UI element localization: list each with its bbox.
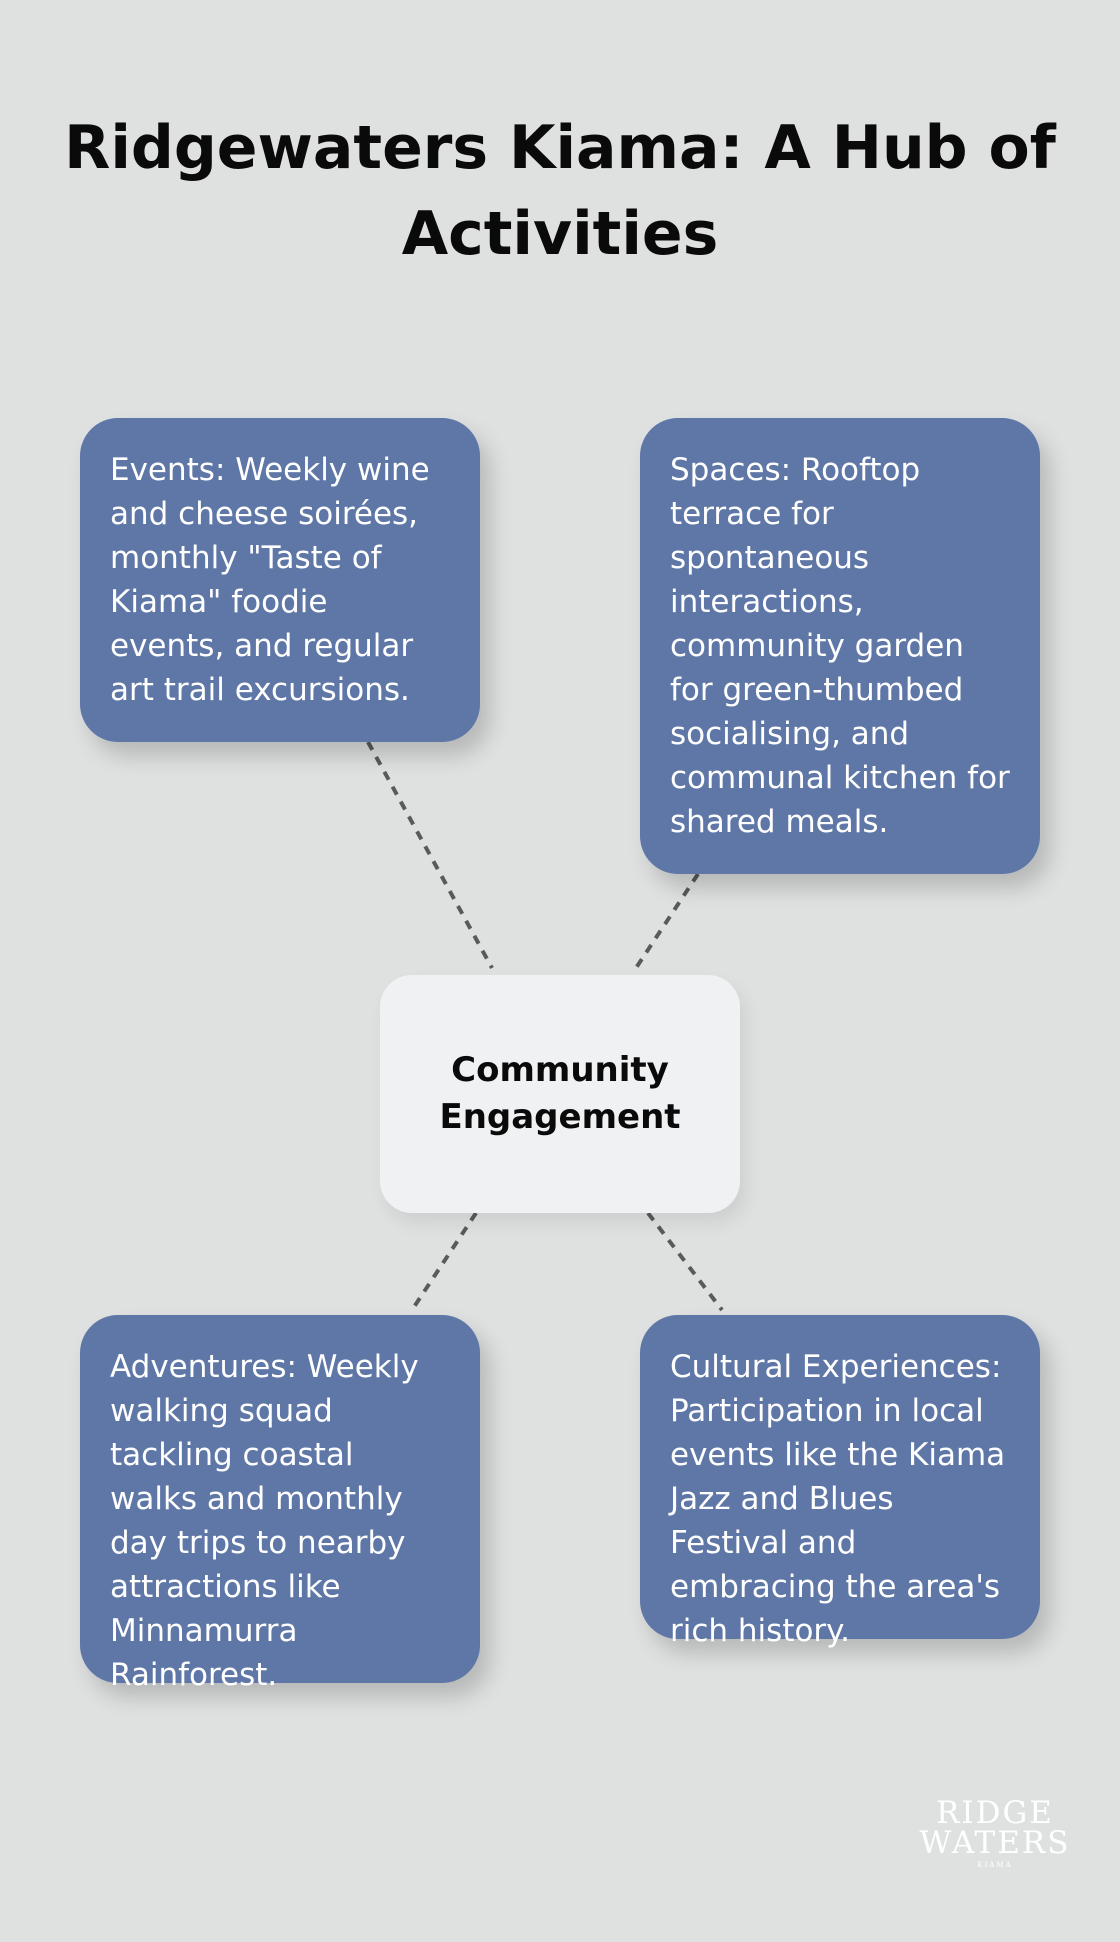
node-spaces: Spaces: Rooftop terrace for spontaneous …	[640, 418, 1040, 874]
node-cultural-text: Cultural Experiences: Participation in l…	[670, 1349, 1006, 1649]
node-cultural-experiences: Cultural Experiences: Participation in l…	[640, 1315, 1040, 1649]
connector-events	[366, 741, 494, 969]
node-spaces-text: Spaces: Rooftop terrace for spontaneous …	[670, 452, 1010, 840]
node-events-text: Events: Weekly wine and cheese soirées, …	[110, 452, 430, 708]
logo-line-1: RIDGE	[936, 1795, 1054, 1831]
connector-cultural	[646, 1211, 724, 1312]
connector-spaces	[634, 872, 700, 970]
node-community-engagement: Community Engagement	[380, 975, 740, 1213]
connector-adventures	[410, 1211, 478, 1312]
ridgewaters-logo: RIDGE WATERS KIAMA	[910, 1798, 1080, 1872]
page-title: Ridgewaters Kiama: A Hub of Activities	[64, 113, 1056, 269]
center-label: Community Engagement	[439, 1050, 681, 1137]
node-adventures: Adventures: Weekly walking squad tacklin…	[80, 1315, 480, 1693]
logo-line-3: KIAMA	[977, 1861, 1013, 1869]
node-events: Events: Weekly wine and cheese soirées, …	[80, 418, 480, 742]
logo-line-2: WATERS	[919, 1825, 1071, 1861]
node-adventures-text: Adventures: Weekly walking squad tacklin…	[110, 1349, 419, 1693]
